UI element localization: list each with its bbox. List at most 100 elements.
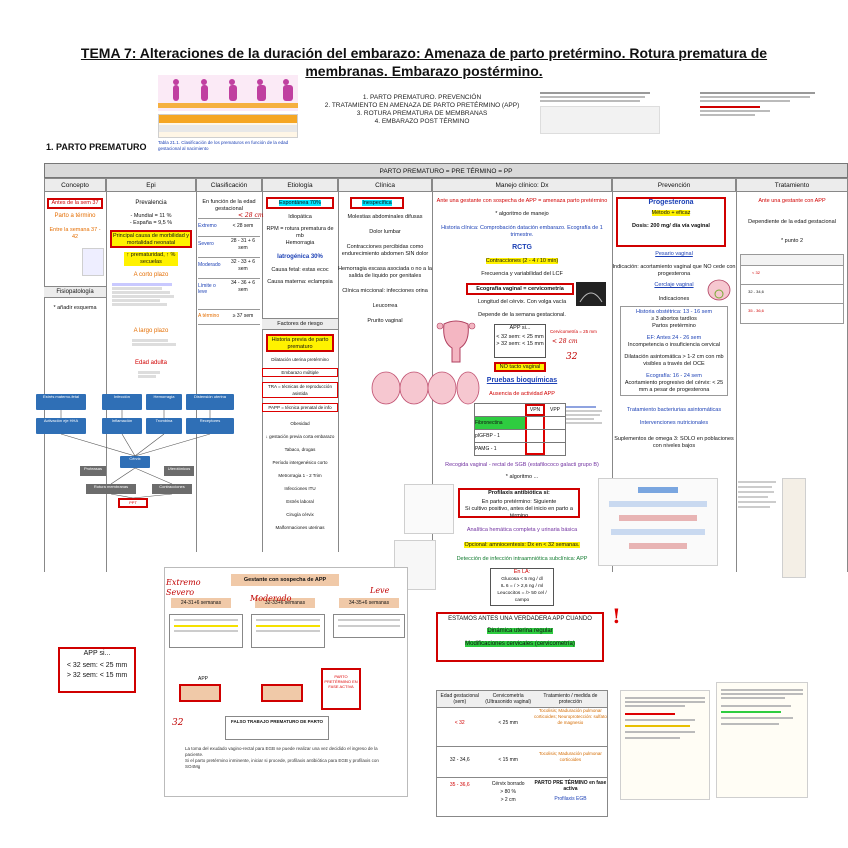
treatment-row: < 32 < 25 mm Tocolisis; Maduración pulmo… — [437, 708, 607, 747]
factor-item: Período intergenésico corto — [272, 460, 328, 465]
epi-secuelas: ↑ prematuridad, ↑ % secuelas — [124, 252, 178, 266]
prevencion-pesario-text: Pesario vaginal — [655, 251, 693, 257]
concepto-box: Antes de la sem 37 — [47, 198, 103, 209]
tratamiento-top: Ante una gestante con APP — [758, 198, 826, 204]
flow-node: Rotura membranas — [86, 484, 136, 494]
factor-item: ↓ gestación previa corta embarazo — [265, 434, 335, 439]
col-divider — [736, 192, 737, 572]
true-app-dinamica-text: Dinámica uterina regular — [487, 628, 553, 634]
prevencion-ecografia-2: Acortamiento progresivo del cérvix: < 25… — [624, 380, 724, 393]
flow-result: PPT — [118, 498, 148, 508]
biomarker-header: VPN VPP — [475, 404, 565, 417]
etiologia-idiopatica: Idiopática — [288, 214, 312, 220]
treatment-row: 32 - 34,6 < 15 mm Tocolisis; Maduración … — [437, 747, 607, 778]
manejo-contracciones-text: Contracciones (2 - 4 / 10 min) — [485, 258, 559, 264]
clasificacion-row: Extremo < 28 sem — [198, 218, 260, 236]
flow-bottom-box: FALSO TRABAJO PREMATURO DE PARTO — [225, 716, 329, 740]
prevencion-cerclaje: Cerclaje vaginal — [612, 282, 736, 289]
flow-node: Hemorragia — [146, 394, 182, 410]
flow-group-1: 24-31+6 semanas — [171, 598, 231, 608]
question-excerpt — [700, 88, 820, 138]
manejo-profilaxis-a: En parto pretérmino: Siguiente — [481, 499, 557, 505]
prevencion-dosis: Dosis: 200 mg/ día vía vaginal — [632, 223, 710, 229]
prematurity-classification-table — [158, 114, 298, 138]
col-divider — [338, 192, 339, 552]
manejo-no-tacto: NO tacto vaginal — [494, 362, 546, 372]
outline-list: 1. PARTO PREMATURO. PREVENCIÓN 2. TRATAM… — [322, 94, 522, 126]
manejo-algoritmo-2: * algoritmo ... — [505, 474, 539, 480]
flow-title: Gestante con sospecha de APP — [231, 574, 339, 586]
factor-item: Obesidad — [290, 421, 310, 426]
flow-node: Distensión uterina — [186, 394, 234, 410]
prevencion-cerclaje-text: Cerclaje vaginal — [654, 282, 694, 288]
prevencion-pesario: Pesario vaginal — [612, 251, 736, 258]
uterus-illustration — [436, 320, 476, 363]
clasificacion-row: A término ≥ 37 sem — [198, 309, 260, 325]
etiologia-fetal: Causa fetal: estas ecoc — [271, 267, 329, 273]
flow-node: Trombina — [146, 418, 182, 434]
clasificacion-row: Moderado 32 - 33 + 6 sem — [198, 257, 260, 278]
manejo-la-leucocitos: Leucocitos = /> 50 cel / campo — [497, 591, 547, 603]
app-criteria-title: APP si... — [83, 650, 111, 657]
flow-box — [169, 614, 243, 648]
clasificacion-category: Severo — [198, 241, 214, 247]
flow-node: Receptores — [186, 418, 234, 434]
treatment-cell-line: Cérvix borrado — [491, 781, 525, 787]
manejo-top: Ante una gestante con sospecha de APP = … — [436, 198, 608, 204]
handwritten-label: Extremo — [166, 578, 201, 587]
epi-prevalencia: Prevalencia — [135, 200, 167, 206]
clasificacion-head: En función de la edad gestacional — [202, 199, 256, 212]
factor-historia-previa: Historia previa de parto prematuro — [266, 334, 334, 352]
treatment-cell-line: > 80 % — [500, 789, 517, 795]
treatment-table: Edad gestacional (sem) Cervicometría (Ul… — [436, 690, 608, 817]
clasificacion-weeks: 28 - 31 + 6 sem — [230, 238, 256, 251]
epi-mundial: - Mundial = 11 % — [130, 213, 172, 219]
etiologia-espontanea: Espontánea 70% — [266, 197, 334, 209]
side-notes-thumbnail — [738, 478, 780, 578]
col-header-concepto: Concepto — [44, 178, 106, 192]
true-app-modificaciones: Modificaciones cervicales (cervicometría… — [438, 641, 602, 648]
manejo-app-gt32: > 32 sem: < 15 mm — [496, 341, 544, 347]
tratamiento-mini-cell: 32 - 34,6 — [748, 289, 764, 294]
manejo-historia-text: Historia clínica: Comprobación datación … — [441, 225, 603, 238]
col-header-clasificacion: Clasificación — [196, 178, 262, 192]
app-criteria-gt32: > 32 sem: < 15 mm — [66, 672, 128, 679]
manejo-longitud: Longitud del cérvix. Con volga vacía — [477, 299, 567, 305]
prevencion-progesterona-title: Progesterona — [648, 199, 694, 206]
exclamation-icon: ! — [612, 604, 621, 628]
clasificacion-weeks: 32 - 33 + 6 sem — [230, 259, 256, 272]
biomarker-header-cell — [475, 404, 525, 416]
clinica-item: Clínica miccional: infecciones orina — [342, 288, 428, 294]
manejo-depende: Depende de la semana gestacional. — [478, 312, 566, 318]
concepto-thumbnail — [82, 248, 104, 276]
manejo-la-box: En LA: Glucosa < 5 mg / dl IL 6 = / > 2,… — [490, 568, 554, 606]
treatment-cell: PARTO PRE TÉRMINO en fase activa Profila… — [534, 778, 607, 816]
factor-item: Dilatación uterina pretérmino — [271, 357, 329, 362]
manejo-ecografia: Ecografía vaginal = cervicometría — [466, 283, 574, 295]
outline-item: 2. TRATAMIENTO EN AMENAZA DE PARTO PRETÉ… — [324, 102, 520, 109]
prevencion-dilatacion: Dilatación asintomática > 1-2 cm con mb … — [624, 354, 724, 367]
cervix-stages-illustration — [371, 371, 480, 405]
manejo-la-il6: IL 6 = / > 2,6 ng / ml — [500, 584, 544, 589]
clinical-case-excerpt — [540, 88, 660, 138]
manejo-profilaxis-title: Profilaxis antibiótica si: — [488, 490, 550, 496]
manejo-ecografia-text: Ecografía vaginal = cervicometría — [476, 286, 564, 292]
biomarker-vpp — [545, 443, 565, 455]
biomarker-name: PAMG - 1 — [475, 446, 497, 452]
clinica-item: Contracciones percibidas como endurecimi… — [341, 244, 429, 257]
epi-espana: - España = 9,5 % — [129, 220, 173, 226]
treatment-cell: Cérvix borrado > 80 % > 2 cm — [482, 778, 533, 816]
biomarker-vpn — [525, 417, 545, 429]
handwritten-note: < 28 cm — [552, 338, 578, 345]
true-app-modificaciones-text: Modificaciones cervicales (cervicometría… — [465, 641, 575, 647]
section-heading: 1. PARTO PREMATURO — [46, 142, 147, 152]
flow-app-label: APP — [197, 676, 208, 682]
clasificacion-category: Extremo — [198, 223, 217, 229]
flow-node: Uterotónicos — [164, 466, 194, 476]
question-image-2 — [716, 682, 808, 798]
biomarker-table: VPN VPP Fibronectina pIGFBP - 1 PAMG - 1 — [474, 403, 566, 456]
prevencion-progesterona: Progesterona Método + eficaz Dosis: 200 … — [616, 197, 726, 247]
biomarker-row: Fibronectina — [475, 417, 565, 430]
tratamiento-mini-cell: 35 - 36,6 — [748, 308, 764, 313]
manejo-pruebas: Pruebas bioquímicas — [486, 377, 558, 384]
